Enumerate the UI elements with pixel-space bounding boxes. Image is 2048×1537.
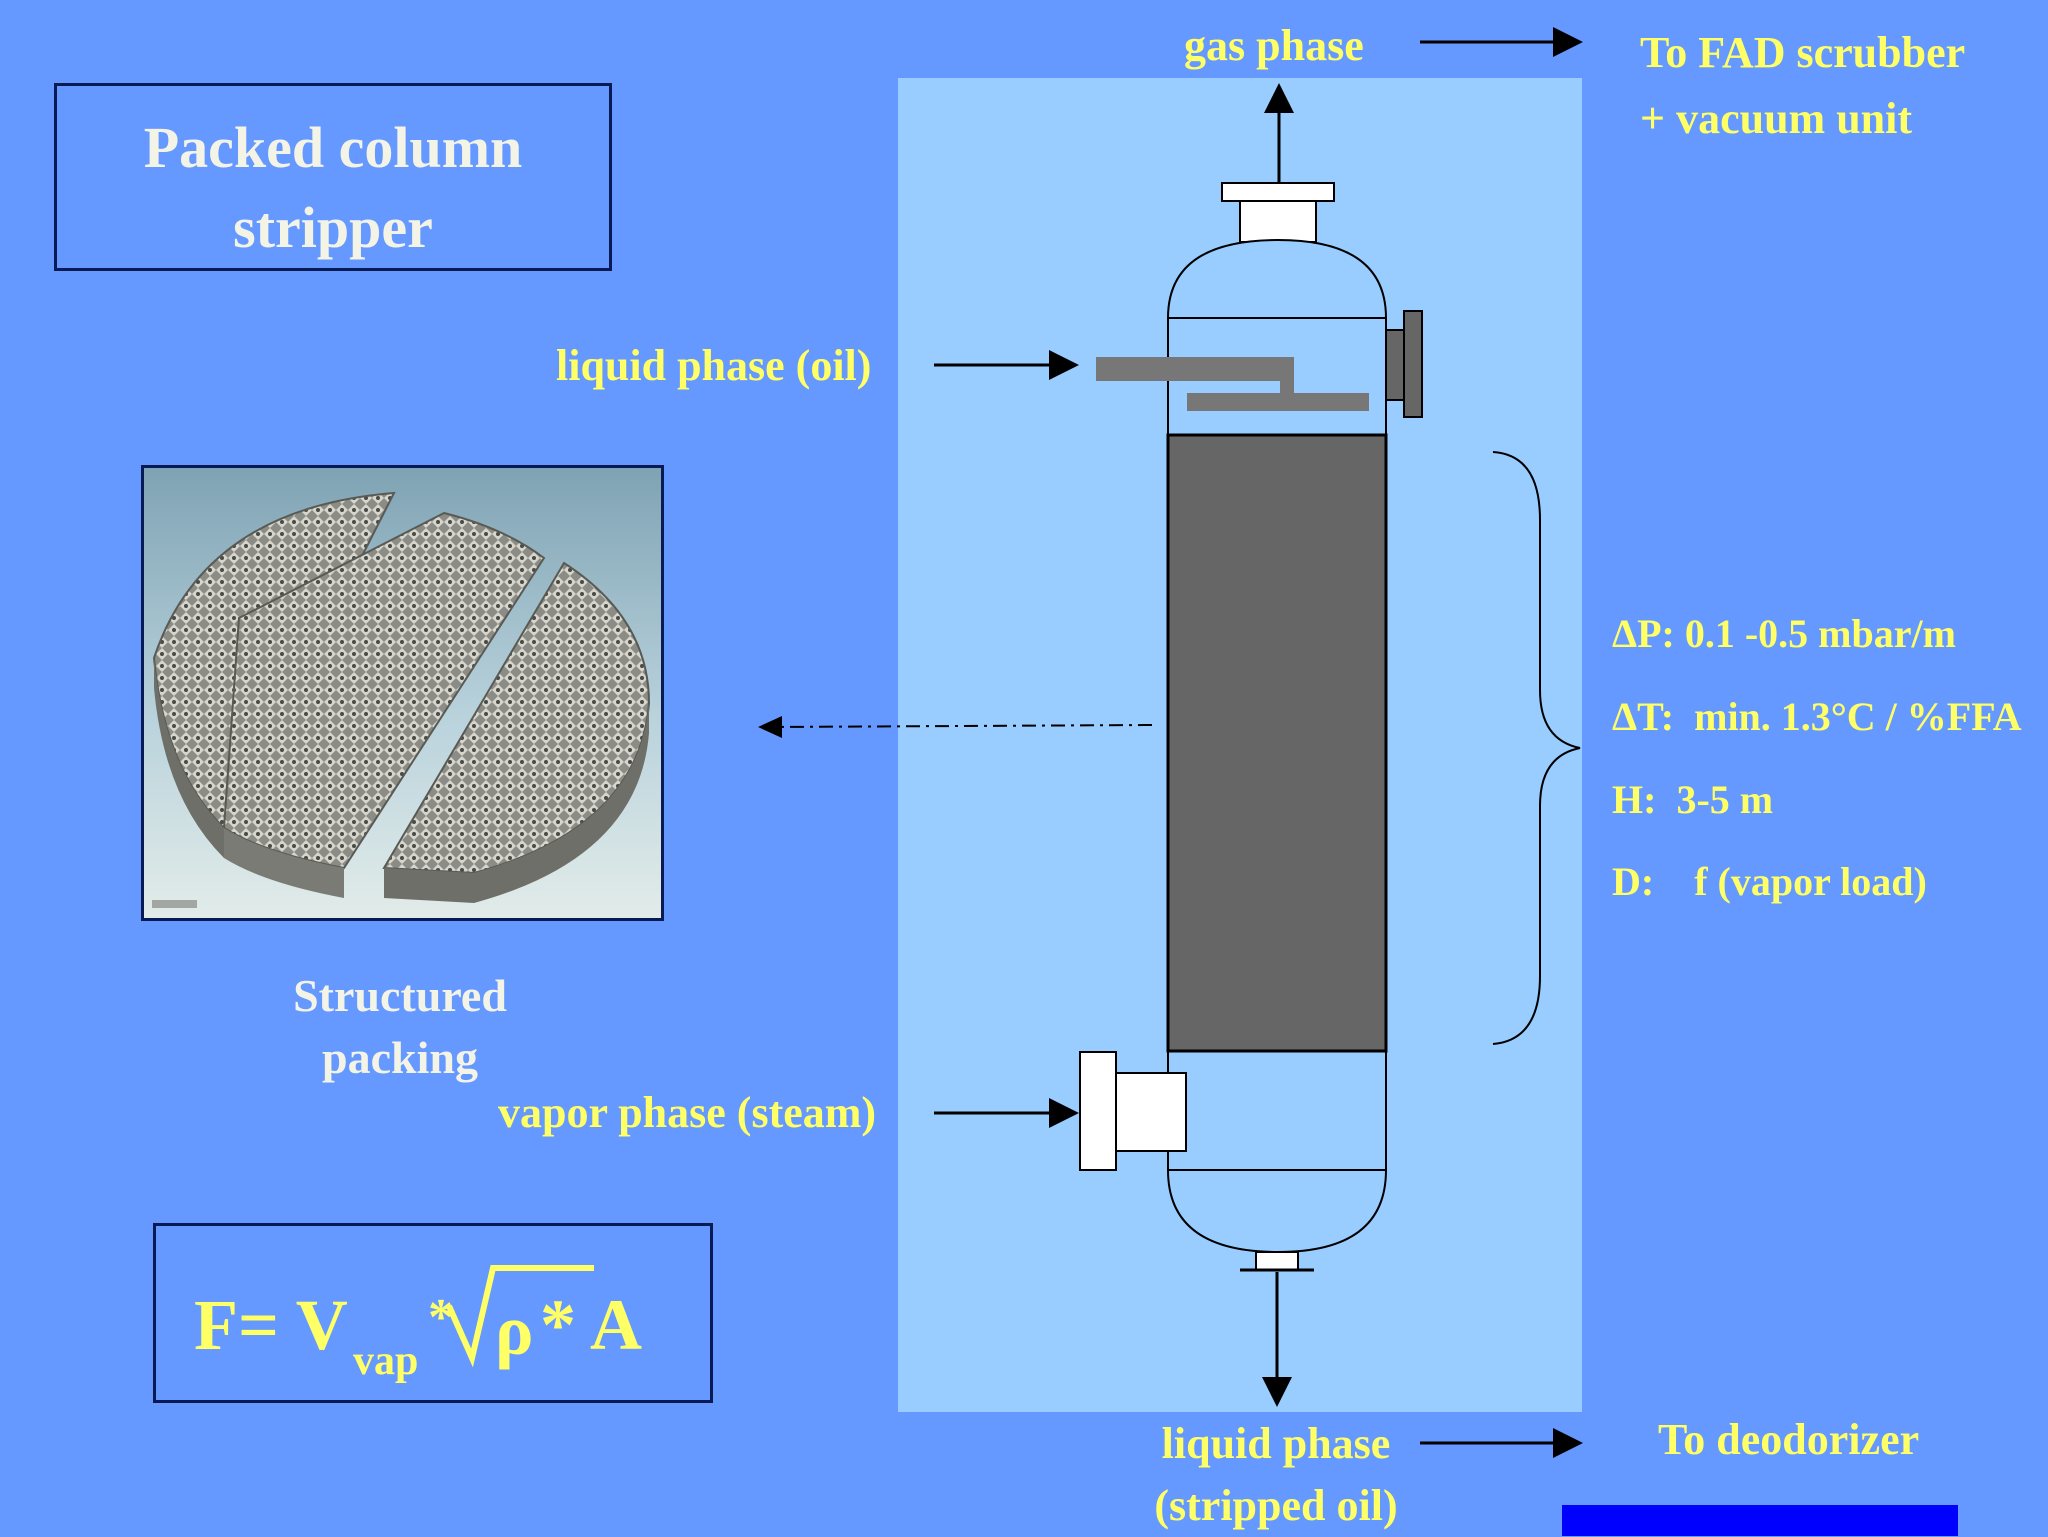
caption-line-1: Structured: [293, 970, 507, 1021]
packing-pointer-arrowhead: [758, 716, 782, 738]
formula-rhs: * A: [540, 1285, 642, 1365]
gas-phase-label: gas phase: [1184, 21, 1364, 70]
packing-caption: Structured packing: [200, 965, 600, 1089]
formula-times: *: [428, 1289, 454, 1346]
top-nozzle-flange: [1221, 182, 1335, 202]
param-dt-symbol: ΔT: [1612, 694, 1661, 739]
gas-destination-line-1: To FAD scrubber: [1640, 28, 1966, 77]
param-dt-value: : min. 1.3°C / %FFA: [1660, 694, 2022, 739]
liquid-out-line-2: (stripped oil): [1154, 1481, 1398, 1530]
param-d-value: : f (vapor load): [1640, 859, 1927, 904]
formula-rho: ρ: [495, 1290, 534, 1370]
liquid-out-label: liquid phase (stripped oil): [1140, 1413, 1412, 1537]
gas-destination-label: To FAD scrubber + vacuum unit: [1640, 20, 1965, 152]
title-box: [54, 83, 612, 271]
liquid-in-label: liquid phase (oil): [556, 341, 872, 390]
top-nozzle: [1239, 200, 1317, 243]
param-h: H: 3-5 m: [1612, 776, 1773, 823]
param-d-symbol: D: [1612, 859, 1641, 904]
steam-inlet-flange: [1079, 1051, 1117, 1171]
structured-packing-photo: [141, 465, 664, 921]
liquid-out-line-1: liquid phase: [1161, 1419, 1391, 1468]
param-dt: ΔT: min. 1.3°C / %FFA: [1612, 693, 2022, 740]
param-h-symbol: H: [1612, 777, 1644, 822]
formula-box: F= V vap * ρ * A: [153, 1223, 713, 1403]
brace: [1492, 451, 1581, 1045]
gas-destination-line-2: + vacuum unit: [1640, 94, 1913, 143]
formula-lhs: F= V: [194, 1285, 348, 1365]
formula: F= V vap * ρ * A: [194, 1265, 642, 1384]
accent-bar: [1562, 1505, 1958, 1536]
bottom-nozzle: [1255, 1251, 1299, 1271]
sqrt-icon: [446, 1265, 594, 1368]
liquid-destination-label: To deodorizer: [1658, 1415, 1920, 1464]
param-h-value: : 3-5 m: [1643, 777, 1774, 822]
param-dp-symbol: ΔP: [1612, 611, 1662, 656]
vapor-in-label: vapor phase (steam): [498, 1088, 877, 1137]
param-d: D: f (vapor load): [1612, 858, 1927, 905]
steam-inlet: [1115, 1072, 1187, 1152]
side-flange: [1403, 310, 1423, 418]
packing-pointer-line: [769, 724, 1153, 728]
liquid-inlet-pipe: [1096, 357, 1294, 381]
param-dp-value: : 0.1 -0.5 mbar/m: [1661, 611, 1956, 656]
title-line-1: Packed column: [143, 115, 523, 180]
formula-subscript: vap: [353, 1338, 418, 1384]
page-title: Packed column stripper: [54, 108, 612, 268]
param-dp: ΔP: 0.1 -0.5 mbar/m: [1612, 610, 1956, 657]
packing-illustration: [152, 491, 651, 908]
liquid-distributor: [1187, 393, 1369, 411]
packing-bed: [1166, 433, 1388, 1053]
caption-line-2: packing: [322, 1032, 478, 1083]
title-line-2: stripper: [233, 195, 433, 260]
